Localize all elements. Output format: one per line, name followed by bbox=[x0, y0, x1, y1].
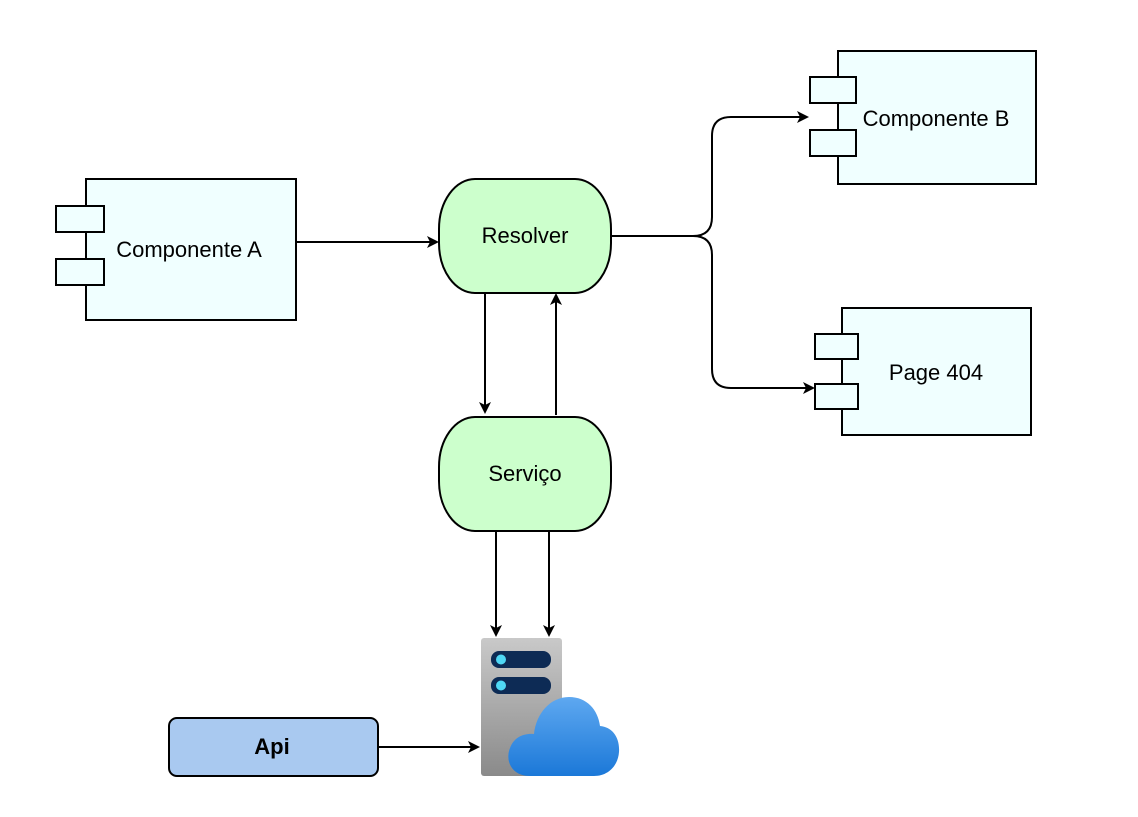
server-slot-top bbox=[491, 651, 551, 668]
cloud-shape bbox=[508, 697, 620, 776]
component-b-node[interactable]: Componente B bbox=[809, 50, 1037, 185]
page-404-label: Page 404 bbox=[889, 360, 983, 385]
component-b-label: Componente B bbox=[863, 106, 1010, 131]
component-a-body bbox=[85, 178, 297, 321]
resolver-shape bbox=[438, 178, 612, 294]
component-b-port-bottom bbox=[809, 129, 857, 157]
edge-resolver-to-page-404 bbox=[611, 235, 815, 394]
cloud-server-icon[interactable] bbox=[481, 638, 620, 776]
page-404-port-bottom bbox=[814, 383, 859, 410]
component-a-port-top bbox=[55, 205, 105, 233]
api-node[interactable]: Api bbox=[168, 717, 379, 777]
page-404-port-top bbox=[814, 333, 859, 360]
servico-label: Serviço bbox=[488, 461, 561, 486]
resolver-node[interactable]: Resolver bbox=[438, 178, 612, 294]
page-404-body bbox=[841, 307, 1032, 436]
resolver-label: Resolver bbox=[482, 223, 569, 248]
server-slot-bottom bbox=[491, 677, 551, 694]
page-404-node[interactable]: Page 404 bbox=[814, 307, 1032, 436]
component-b-body bbox=[837, 50, 1037, 185]
component-a-label: Componente A bbox=[116, 237, 262, 262]
servico-shape bbox=[438, 416, 612, 532]
servico-node[interactable]: Serviço bbox=[438, 416, 612, 532]
component-a-port-bottom bbox=[55, 258, 105, 286]
component-b-port-top bbox=[809, 76, 857, 104]
api-shape bbox=[168, 717, 379, 777]
component-a-node[interactable]: Componente A bbox=[55, 178, 297, 321]
server-led-bottom bbox=[496, 680, 506, 691]
api-label: Api bbox=[254, 734, 289, 759]
edges bbox=[296, 111, 815, 753]
edge-resolver-to-componente-b bbox=[611, 111, 809, 237]
server-led-top bbox=[496, 654, 506, 665]
